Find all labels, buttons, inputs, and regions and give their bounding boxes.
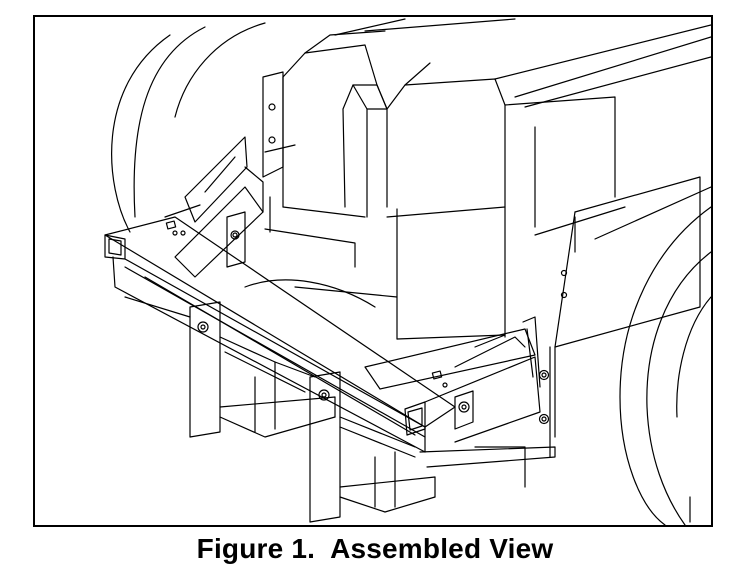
upper-frame-lines	[264, 18, 711, 236]
lower-hanger-left	[189, 301, 336, 438]
left-tire	[111, 22, 266, 233]
figure-frame	[33, 15, 713, 527]
figure-caption: Figure 1. Assembled View	[0, 530, 750, 568]
figure-number: Figure 1.	[196, 533, 316, 564]
center-housing	[264, 30, 616, 340]
assembled-view-drawing	[104, 18, 711, 525]
main-cross-tube	[104, 204, 456, 453]
left-upright-bracket	[174, 71, 284, 278]
figure-title: Assembled View	[330, 533, 554, 564]
lower-frame-lines	[124, 279, 691, 523]
right-tube-end	[364, 316, 556, 468]
right-tire	[594, 186, 711, 525]
right-upright-plate	[549, 176, 701, 458]
lower-hanger-right	[309, 371, 526, 523]
